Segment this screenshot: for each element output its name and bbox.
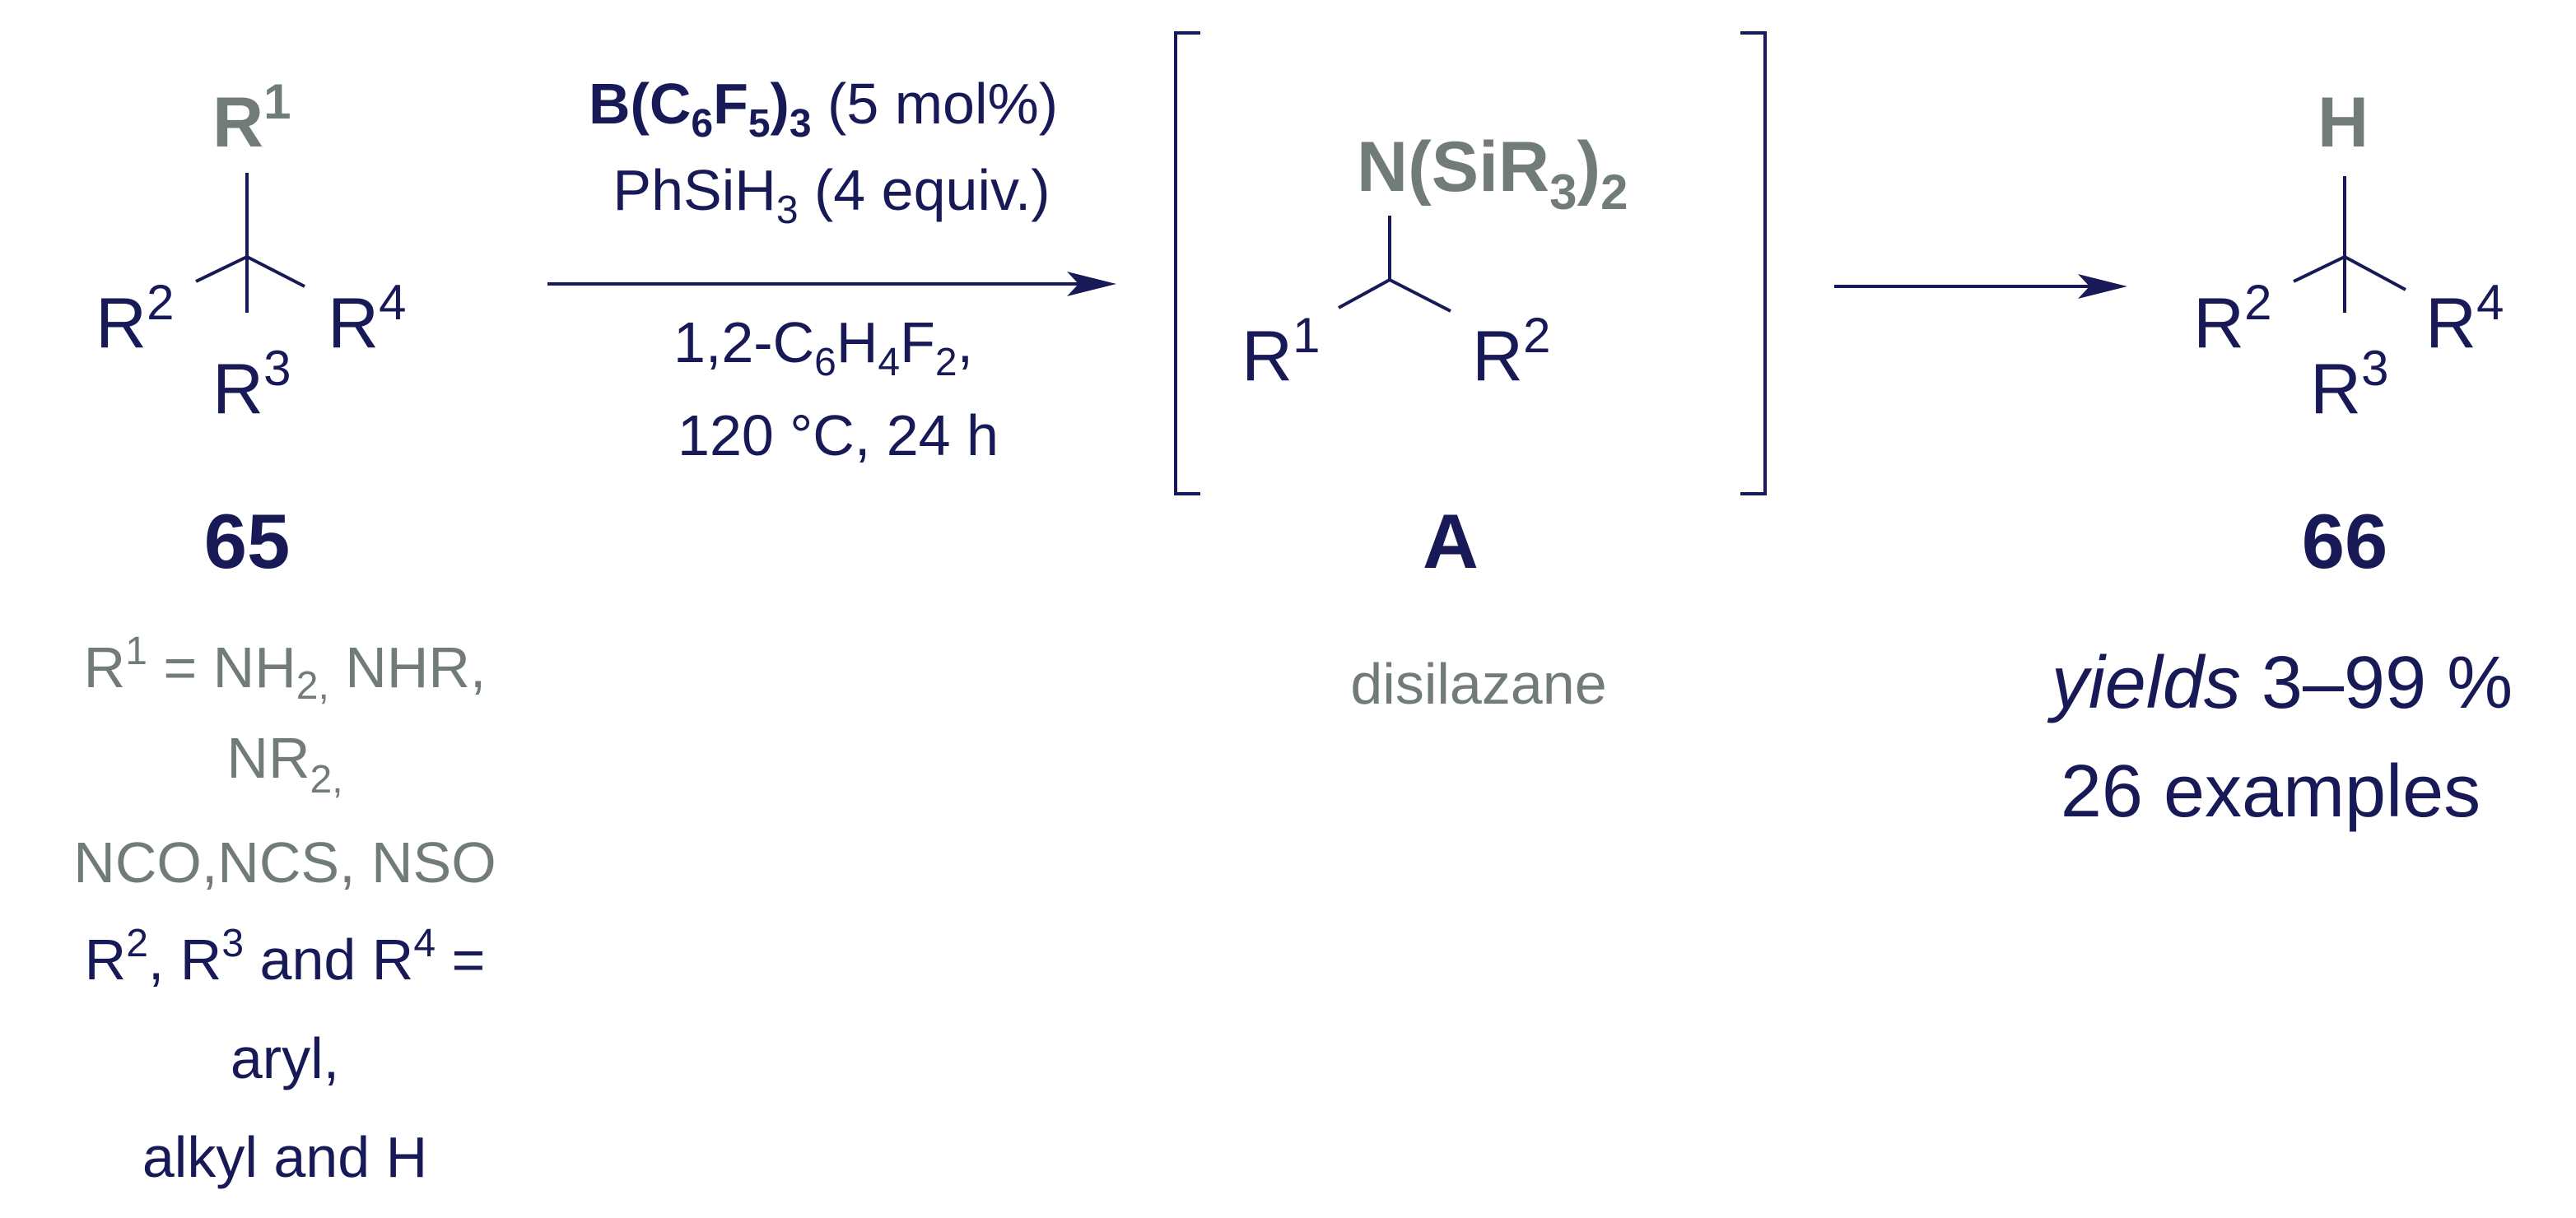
bond-c-r4	[246, 255, 305, 288]
compound-label-66: 66	[2302, 498, 2388, 584]
substituent-r1: R1	[1241, 308, 1320, 396]
compound-label-a: A	[1423, 498, 1479, 584]
substituent-r2: R2	[95, 275, 174, 363]
left-bracket	[1174, 31, 1200, 495]
catalyst-text: B(C6F5)3 (5 mol%)	[589, 72, 1058, 146]
substituent-r4: R4	[2425, 275, 2504, 363]
product-66: H R2 R4 R3 66 yields 3–99 % 26 examples	[2047, 83, 2513, 833]
bond-c-r4	[2344, 255, 2406, 291]
temperature-time-text: 120 °C, 24 h	[678, 403, 999, 467]
intermediate-a: N(SiR3)2 R1 R2 A disilazane	[1174, 31, 1767, 716]
reactant-65: R1 R2 R4 R3 65 R1 = NH2, NHR, NR2, NCO,N…	[73, 74, 496, 1189]
bond-c-r1	[1338, 278, 1390, 309]
r234-definition-line-2: aryl,	[231, 1026, 339, 1090]
r1-definition-line-3: NCO,NCS, NSO	[73, 830, 496, 895]
r234-definition-line-1: R2, R3 and R4 =	[85, 922, 486, 992]
bond-c-r2	[195, 255, 248, 283]
reaction-conditions: B(C6F5)3 (5 mol%) PhSiH3 (4 equiv.) 1,2-…	[547, 72, 1116, 467]
disilazane-group: N(SiR3)2	[1357, 128, 1628, 220]
solvent-text: 1,2-C6H4F2,	[673, 310, 973, 384]
silane-text: PhSiH3 (4 equiv.)	[613, 158, 1050, 232]
right-bracket	[1740, 31, 1767, 495]
substituent-r3: R3	[2310, 341, 2388, 429]
r1-definition-line-1: R1 = NH2, NHR,	[84, 630, 487, 708]
substituent-r2: R2	[2193, 275, 2271, 363]
substituent-r2: R2	[1472, 308, 1550, 396]
bond-c-r2	[1389, 278, 1451, 313]
reaction-arrow-1-head	[1067, 272, 1116, 296]
compound-label-65: 65	[204, 498, 291, 584]
example-count: 26 examples	[2061, 751, 2481, 833]
bond-c-r2	[2293, 255, 2345, 283]
r1-definition-line-2: NR2,	[226, 726, 342, 802]
intermediate-caption: disilazane	[1350, 652, 1606, 716]
reaction-arrow-2-head	[2078, 274, 2127, 299]
r234-definition-line-3: alkyl and H	[142, 1125, 427, 1189]
substituent-r4: R4	[328, 275, 406, 363]
substituent-r3: R3	[212, 341, 291, 429]
substituent-h: H	[2317, 83, 2369, 162]
yield-range: yields 3–99 %	[2047, 642, 2513, 724]
reaction-arrow-2	[1834, 274, 2127, 299]
substituent-r1: R1	[212, 74, 291, 162]
